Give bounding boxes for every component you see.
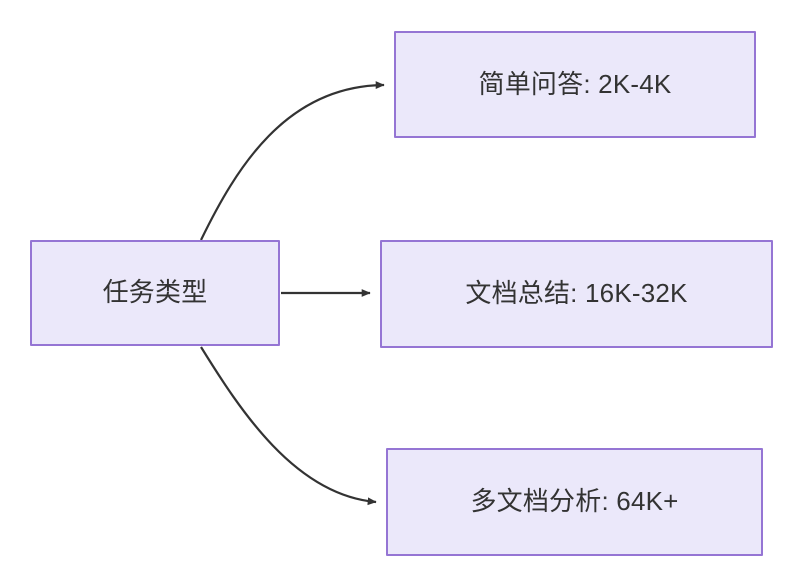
node-multidoc-analysis[interactable]: 多文档分析: 64K+ <box>386 448 763 556</box>
edge-task-to-multidoc-analysis <box>200 346 377 506</box>
node-simple-qa[interactable]: 简单问答: 2K-4K <box>394 31 756 138</box>
edge-task-to-simple-qa <box>200 81 385 241</box>
node-task-type-label: 任务类型 <box>102 277 208 308</box>
node-task-type[interactable]: 任务类型 <box>30 240 280 346</box>
node-simple-qa-label: 简单问答: 2K-4K <box>478 68 672 99</box>
node-doc-summary-label: 文档总结: 16K-32K <box>465 278 688 309</box>
node-multidoc-analysis-label: 多文档分析: 64K+ <box>470 486 679 517</box>
node-doc-summary[interactable]: 文档总结: 16K-32K <box>380 240 773 348</box>
